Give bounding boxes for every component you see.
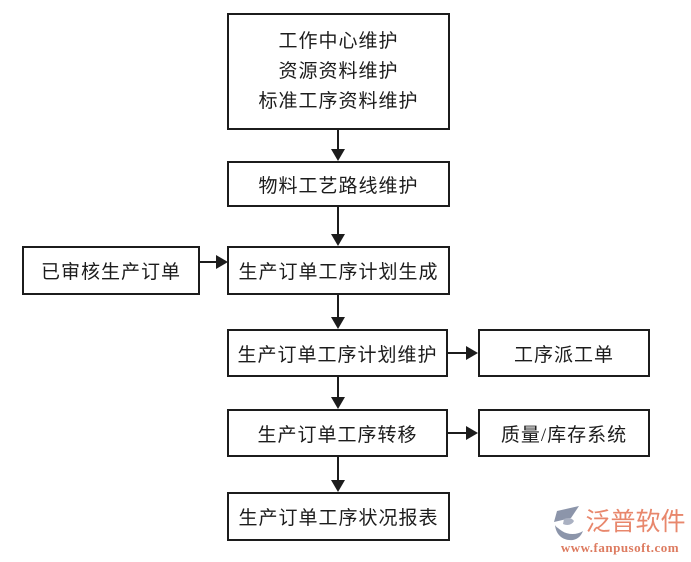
node-master-data: 工作中心维护 资源资料维护 标准工序资料维护	[227, 13, 450, 130]
node-transfer: 生产订单工序转移	[227, 409, 448, 457]
fanpusoft-logo-url: www.fanpusoft.com	[560, 540, 680, 555]
connector-line-transfer-to-report	[337, 457, 339, 481]
arrow-down-icon	[331, 317, 345, 329]
connector-line-plan-maintain-to-transfer	[337, 377, 339, 398]
node-plan-generate-label: 生产订单工序计划生成	[238, 262, 439, 283]
node-approved-order: 已审核生产订单	[22, 246, 200, 295]
node-status-report-label: 生产订单工序状况报表	[238, 508, 439, 529]
arrow-down-icon	[331, 397, 345, 409]
node-master-data-line-3: 标准工序资料维护	[258, 90, 419, 112]
connector-line-approved-to-plan-generate	[200, 261, 217, 263]
arrow-down-icon	[331, 480, 345, 492]
node-routing: 物料工艺路线维护	[227, 161, 450, 207]
fanpusoft-logo-text: 泛普软件	[585, 509, 686, 536]
node-routing-label: 物料工艺路线维护	[258, 175, 419, 197]
arrow-right-icon	[466, 426, 478, 440]
node-approved-order-label: 已审核生产订单	[40, 262, 181, 283]
arrow-down-icon	[331, 234, 345, 246]
node-transfer-label: 生产订单工序转移	[257, 424, 418, 446]
node-quality-inventory-label: 质量/库存系统	[500, 424, 628, 446]
node-dispatch-ticket-label: 工序派工单	[513, 344, 614, 366]
node-status-report: 生产订单工序状况报表	[227, 492, 450, 541]
connector-line-routing-to-plan-generate	[337, 207, 339, 235]
arrow-right-icon	[466, 346, 478, 360]
node-dispatch-ticket: 工序派工单	[478, 329, 650, 377]
node-master-data-line-2: 资源资料维护	[278, 60, 399, 82]
connector-line-master-to-routing	[337, 130, 339, 150]
node-plan-generate: 生产订单工序计划生成	[227, 246, 450, 295]
arrow-down-icon	[331, 149, 345, 161]
connector-line-plan-maintain-to-dispatch	[448, 352, 466, 354]
node-plan-maintain: 生产订单工序计划维护	[227, 329, 448, 377]
connector-line-plan-generate-to-plan-maintain	[337, 295, 339, 318]
connector-line-transfer-to-quality	[448, 432, 466, 434]
fanpusoft-logo: 泛普软件 www.fanpusoft.com	[551, 505, 689, 556]
fanpu-swirl-icon	[554, 506, 584, 541]
fanpusoft-logo-row: 泛普软件	[554, 505, 686, 541]
node-quality-inventory: 质量/库存系统	[478, 409, 650, 457]
arrow-right-icon	[216, 255, 228, 269]
node-master-data-line-1: 工作中心维护	[278, 30, 399, 52]
node-plan-maintain-label: 生产订单工序计划维护	[237, 344, 438, 366]
